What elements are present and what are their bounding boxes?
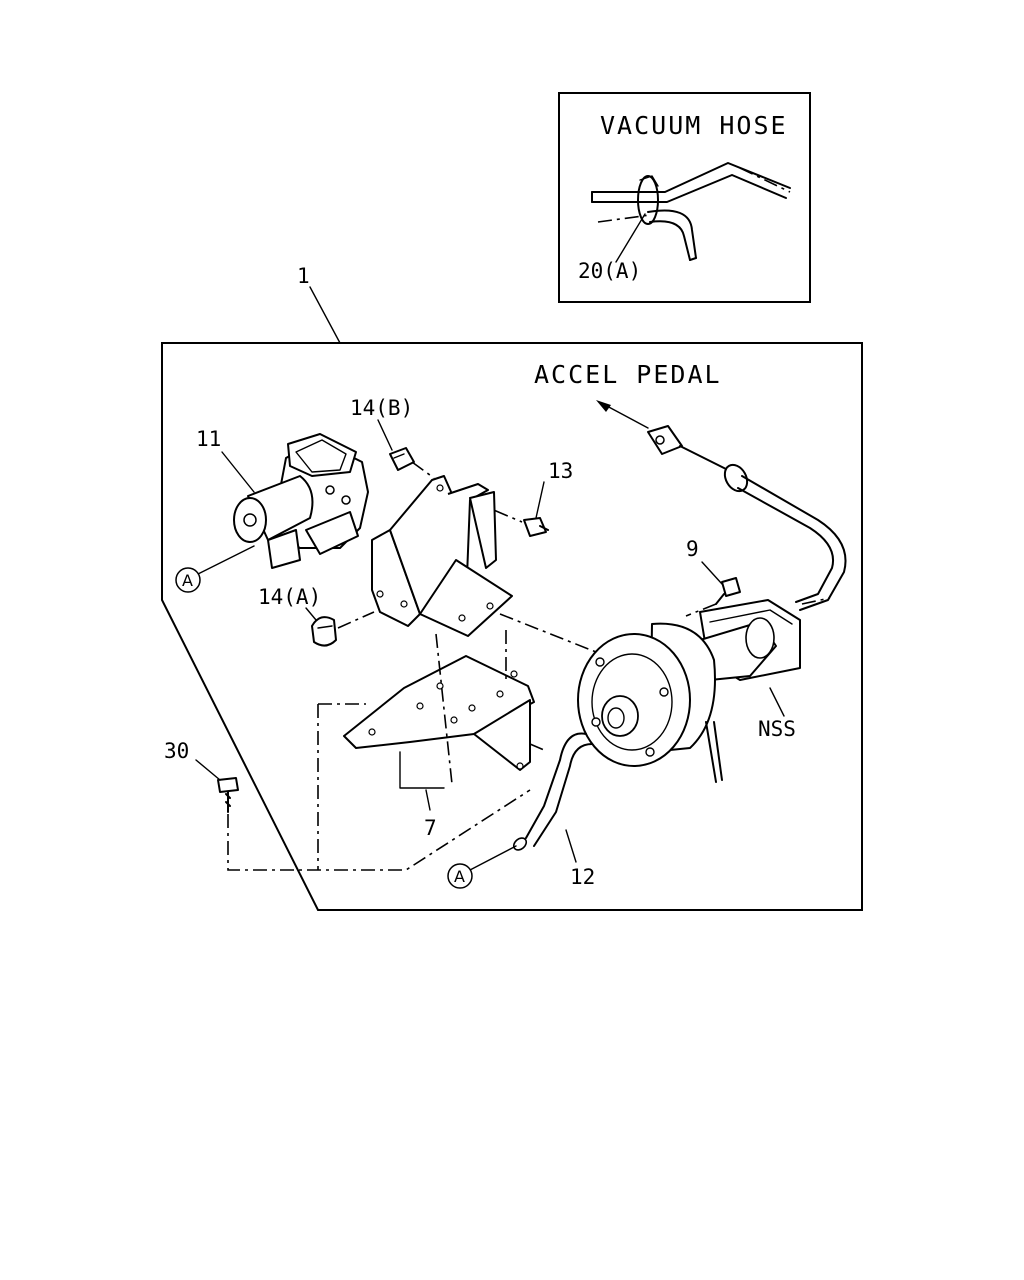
callout-12: 12 — [570, 865, 595, 889]
lower-bracket — [318, 630, 545, 785]
inset-hose-clamp — [637, 175, 659, 225]
callout-13: 13 — [548, 459, 573, 483]
accel-direction-arrow — [596, 400, 649, 429]
nss-vacuum-servo — [499, 599, 801, 783]
clip-14b — [389, 447, 435, 479]
assembly-callout-1: 1 — [297, 264, 310, 288]
callout-7: 7 — [424, 816, 437, 840]
inset-title: VACUUM HOSE — [600, 111, 788, 140]
connector-a-hose: A — [447, 845, 517, 889]
vacuum-hose-12 — [512, 732, 593, 851]
callout-14b: 14(B) — [350, 396, 413, 420]
upper-bracket — [371, 475, 513, 637]
connector-a-motor: A — [175, 545, 255, 593]
assembly-frame — [161, 342, 863, 911]
inset-vacuum-pipe — [591, 162, 791, 193]
main-assembly: 1 ACCEL PEDAL — [161, 264, 863, 911]
accel-pedal-label: ACCEL PEDAL — [534, 360, 722, 389]
inset-frame — [558, 92, 811, 303]
callout-9: 9 — [686, 537, 699, 561]
inset-callout-20a: 20(A) — [578, 259, 641, 283]
accel-cable — [647, 425, 847, 611]
bolt-30 — [217, 704, 531, 871]
actuator-motor — [233, 433, 369, 569]
svg-text:A: A — [182, 571, 193, 590]
bolt-9 — [685, 577, 741, 617]
callout-30: 30 — [164, 739, 189, 763]
vacuum-hose-inset: VACUUM HOSE 20(A) — [558, 92, 811, 303]
nss-label: NSS — [758, 717, 796, 741]
callout-14a: 14(A) — [258, 585, 321, 609]
svg-text:A: A — [454, 867, 465, 886]
clip-14a — [311, 611, 375, 647]
callout-11: 11 — [196, 427, 221, 451]
